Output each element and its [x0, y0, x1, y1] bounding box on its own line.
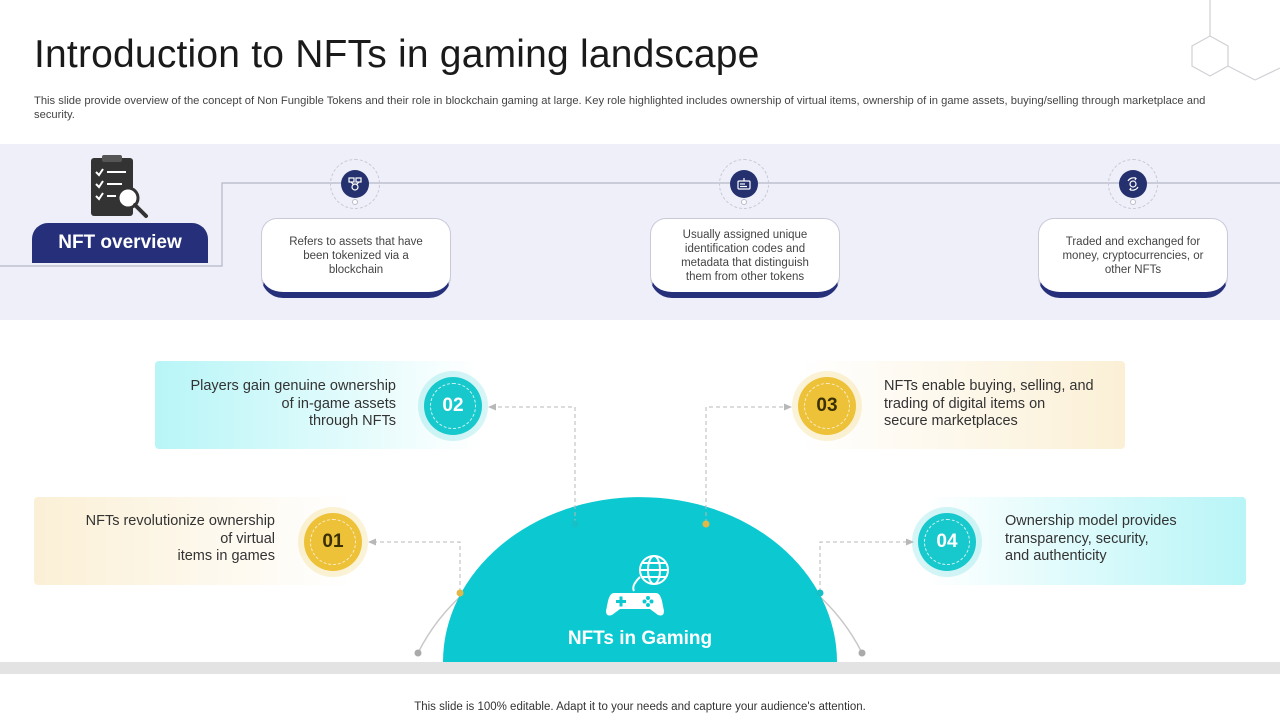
clipboard-checklist-icon: [91, 155, 148, 218]
overview-card-1: Refers to assets that have been tokenize…: [261, 218, 451, 298]
footer-note: This slide is 100% editable. Adapt it to…: [414, 701, 866, 713]
hexagon-decoration-icon: [1191, 0, 1280, 81]
nft-overview-label: NFT overview: [32, 223, 208, 263]
gaming-item-03-badge: 03: [798, 377, 856, 435]
bottom-divider: [0, 662, 1280, 674]
nfts-in-gaming-label: NFTs in Gaming: [567, 628, 713, 649]
gamepad-globe-icon: [606, 555, 669, 616]
page-title: Introduction to NFTs in gaming landscape: [34, 33, 760, 76]
overview-card-2: Usually assigned unique identification c…: [650, 218, 840, 298]
pin-ring: [719, 159, 769, 209]
gaming-item-02-text: Players gain genuine ownership of in-gam…: [190, 378, 396, 429]
gaming-item-04-text: Ownership model provides transparency, s…: [1005, 513, 1177, 564]
blockchain-icon: [341, 170, 369, 198]
pin-ring: [330, 159, 380, 209]
pin-ring: [1108, 159, 1158, 209]
gaming-item-01-badge: 01: [304, 513, 362, 571]
id-card-icon: [730, 170, 758, 198]
gaming-diagram: [34, 361, 1246, 662]
gaming-item-02-badge: 02: [424, 377, 482, 435]
gaming-item-03-text: NFTs enable buying, selling, and trading…: [884, 378, 1094, 429]
exchange-icon: [1119, 170, 1147, 198]
overview-card-3: Traded and exchanged for money, cryptocu…: [1038, 218, 1228, 298]
gaming-item-01-text: NFTs revolutionize ownership of virtual …: [85, 513, 275, 564]
gaming-item-04-badge: 04: [918, 513, 976, 571]
page-subtitle: This slide provide overview of the conce…: [34, 95, 1206, 121]
